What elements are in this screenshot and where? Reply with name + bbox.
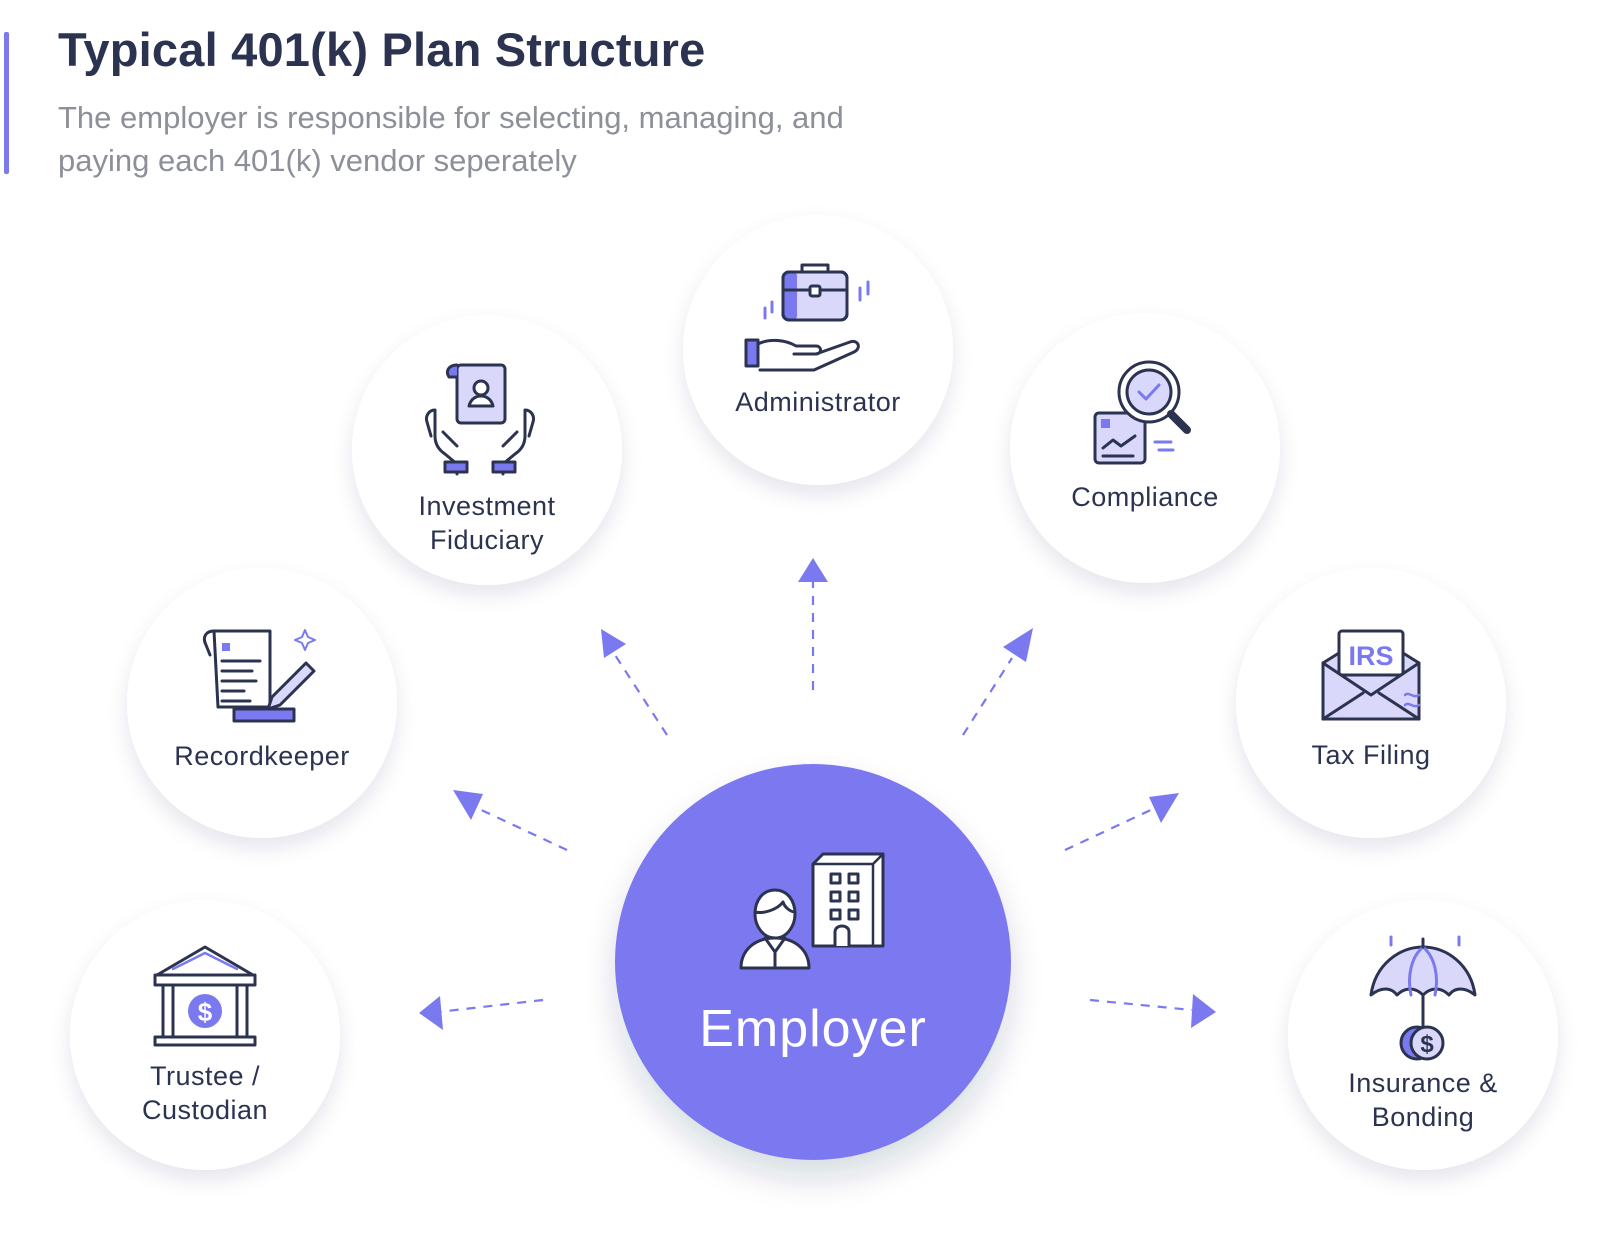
dollar-sign-text: $ (198, 997, 213, 1027)
irs-text: IRS (1348, 641, 1393, 671)
hands-document-icon (425, 363, 535, 476)
vendor-label-insurance-line1: Insurance & (1348, 1068, 1498, 1098)
arrowhead-compliance (1003, 628, 1033, 662)
vendor-label-trustee-line1: Trustee / (150, 1061, 260, 1091)
arrow-to-trustee (437, 998, 544, 1014)
arrow-to-investment-fiduciary (614, 654, 668, 736)
vendor-node-insurance-bonding[interactable]: $ Insurance & Bonding (1288, 900, 1558, 1170)
page-title: Typical 401(k) Plan Structure (58, 23, 706, 76)
arrowhead-recordkeeper (453, 790, 483, 820)
vendor-label-trustee-line2: Custodian (142, 1095, 268, 1125)
page-subtitle: The employer is responsible for selectin… (58, 96, 958, 182)
title-accent-bar (4, 32, 9, 174)
vendor-label-investment-fiduciary-line1: Investment (418, 491, 555, 521)
vendor-label-administrator: Administrator (735, 387, 901, 417)
arrowhead-insurance (1191, 994, 1216, 1028)
briefcase-hand-icon (744, 263, 870, 372)
arrow-heads (419, 558, 1216, 1030)
vendor-node-trustee-custodian[interactable]: $ Trustee / Custodian (70, 900, 340, 1170)
vendor-node-compliance[interactable]: Compliance (1010, 313, 1280, 583)
magnifier-check-icon (1093, 360, 1191, 465)
vendor-label-compliance: Compliance (1071, 482, 1219, 512)
irs-envelope-icon: IRS (1321, 629, 1421, 721)
employer-label: Employer (699, 1000, 927, 1058)
subtitle-line-2: paying each 401(k) vendor seperately (58, 143, 577, 178)
vendor-label-insurance-line2: Bonding (1372, 1102, 1475, 1132)
arrowhead-administrator (798, 558, 828, 582)
arrowhead-trustee (419, 996, 443, 1030)
vendor-node-tax-filing[interactable]: IRS Tax Filing (1236, 568, 1506, 838)
scroll-pen-icon (202, 629, 316, 723)
employer-node[interactable]: Employer (615, 764, 1011, 1160)
vendor-label-investment-fiduciary-line2: Fiduciary (430, 525, 544, 555)
subtitle-line-1: The employer is responsible for selectin… (58, 100, 844, 135)
vendor-node-administrator[interactable]: Administrator (683, 215, 953, 485)
vendor-label-recordkeeper: Recordkeeper (174, 741, 350, 771)
vendor-node-recordkeeper[interactable]: Recordkeeper (127, 568, 397, 838)
umbrella-coin-icon: $ (1369, 935, 1477, 1061)
connector-arrows (437, 582, 1193, 1014)
coin-dollar-text: $ (1420, 1031, 1434, 1058)
vendor-node-investment-fiduciary[interactable]: Investment Fiduciary (352, 315, 622, 585)
bank-dollar-icon: $ (153, 945, 257, 1047)
arrow-to-compliance (962, 657, 1013, 736)
arrow-to-insurance (1089, 998, 1193, 1012)
arrow-to-tax-filing (1064, 807, 1156, 851)
arrowhead-investment-fiduciary (601, 629, 626, 658)
employer-building-icon (739, 852, 885, 970)
arrow-to-recordkeeper (476, 807, 568, 851)
arrowhead-tax-filing (1149, 793, 1179, 823)
vendor-label-tax-filing: Tax Filing (1311, 740, 1430, 770)
